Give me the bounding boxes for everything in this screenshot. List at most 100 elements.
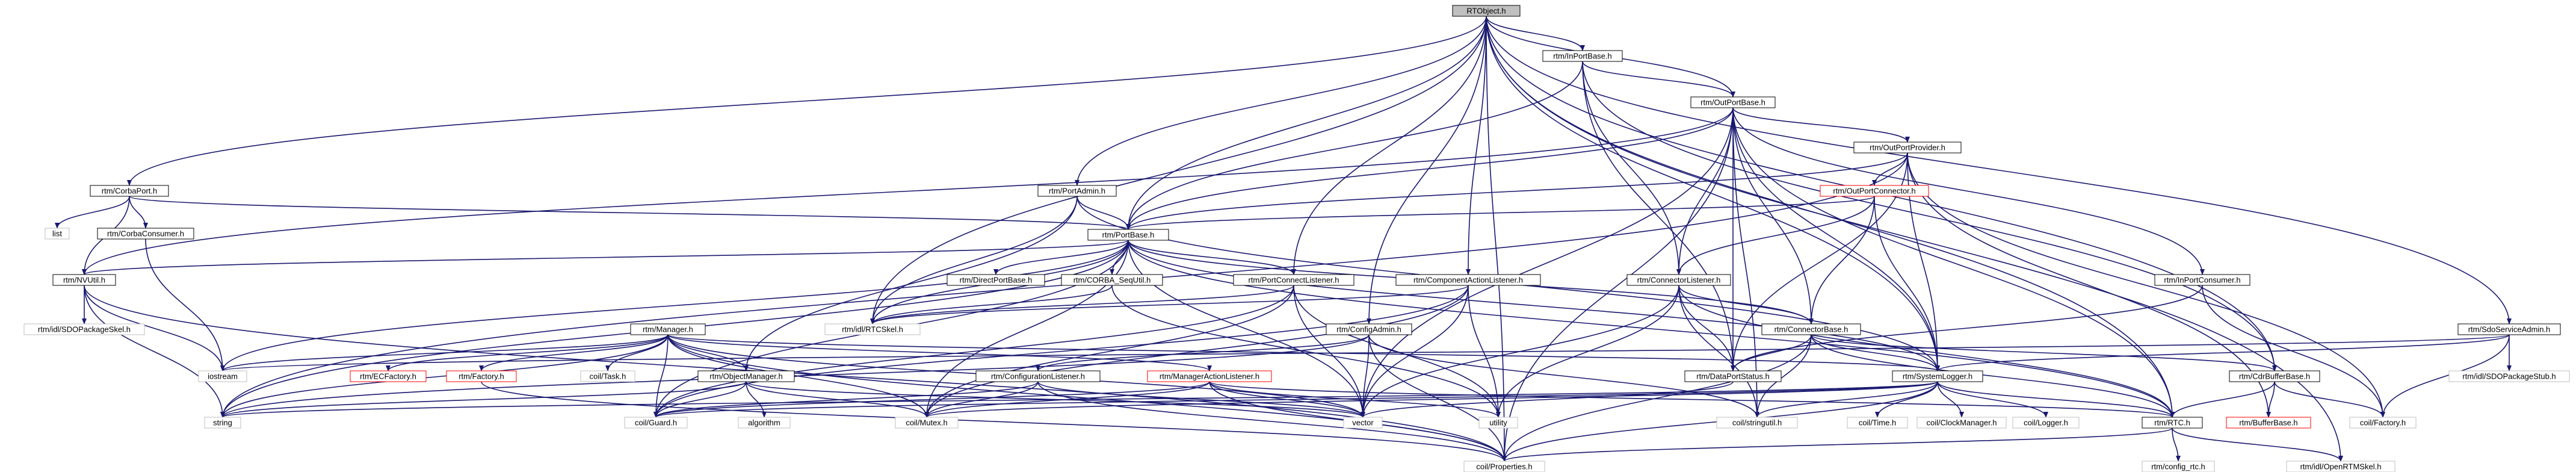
node-label: coil/stringutil.h: [1732, 418, 1782, 427]
edge-connbase-to-cdrbuf: [1811, 334, 2277, 371]
edge-connbase-to-datastatus: [1731, 334, 1812, 371]
edge-outprov-to-portbase: [1126, 152, 1908, 230]
node-rtcskel[interactable]: rtm/idl/RTCSkel.h: [824, 323, 921, 335]
node-sdopkgskel[interactable]: rtm/idl/SDOPackageSkel.h: [23, 323, 145, 335]
edge-compaction-to-guard: [653, 285, 1469, 418]
node-openrtm[interactable]: rtm/idl/OpenRTMSkel.h: [2286, 461, 2395, 472]
node-box: [2286, 461, 2395, 472]
node-conflist[interactable]: rtm/ConfigurationListener.h: [975, 370, 1101, 382]
node-guard[interactable]: coil/Guard.h: [624, 417, 688, 429]
edge-objmgr-to-string: [220, 381, 747, 418]
node-portconnlist[interactable]: rtm/PortConnectListener.h: [1233, 274, 1354, 286]
node-coilfactory[interactable]: coil/Factory.h: [2349, 417, 2417, 429]
node-ecfactory[interactable]: rtm/ECFactory.h: [350, 370, 427, 382]
node-mgraction[interactable]: rtm/ManagerActionListener.h: [1147, 370, 1272, 382]
node-label: rtm/idl/SDOPackageSkel.h: [38, 325, 131, 334]
node-label: rtm/ObjectManager.h: [709, 372, 782, 381]
node-box: [2457, 323, 2561, 335]
edge-syslogger-to-coillogger: [1937, 381, 2048, 418]
node-box: [1343, 417, 1383, 429]
node-datastatus[interactable]: rtm/DataPortStatus.h: [1684, 370, 1782, 382]
node-sdopkgstub[interactable]: rtm/idl/SDOPackageStub.h: [2448, 370, 2570, 382]
node-box: [90, 185, 169, 197]
node-label: RTObject.h: [1466, 7, 1506, 16]
node-outprov[interactable]: rtm/OutPortProvider.h: [1853, 141, 1962, 154]
edge-inport-to-cdrbuf: [1582, 61, 2277, 371]
edge-syslogger-to-string: [220, 381, 1938, 418]
node-inportcons[interactable]: rtm/InPortConsumer.h: [2154, 274, 2250, 286]
node-box: [2349, 417, 2417, 429]
edge-manager-to-objmgr: [667, 334, 749, 371]
node-coiltask[interactable]: coil/Task.h: [580, 370, 635, 382]
edge-portadmin-to-objmgr: [744, 196, 1078, 371]
node-directport[interactable]: rtm/DirectPortBase.h: [947, 274, 1045, 286]
node-box: [2154, 274, 2250, 286]
node-label: rtm/SdoServiceAdmin.h: [2468, 325, 2551, 334]
edge-root-to-portadmin: [1075, 16, 1487, 186]
node-cdrbuf[interactable]: rtm/CdrBufferBase.h: [2229, 370, 2320, 382]
node-list[interactable]: list: [45, 228, 70, 240]
node-syslogger[interactable]: rtm/SystemLogger.h: [1892, 370, 1983, 382]
node-configadmin[interactable]: rtm/ConfigAdmin.h: [1326, 323, 1412, 335]
node-portbase[interactable]: rtm/PortBase.h: [1087, 229, 1169, 241]
node-string[interactable]: string: [204, 417, 241, 429]
node-label: rtm/config_rtc.h: [2151, 462, 2205, 471]
node-utility[interactable]: utility: [1478, 417, 1518, 429]
node-configrtc[interactable]: rtm/config_rtc.h: [2142, 461, 2215, 472]
node-manager[interactable]: rtm/Manager.h: [630, 323, 706, 335]
node-clockmgr[interactable]: coil/ClockManager.h: [1917, 417, 2007, 429]
node-label: rtm/DataPortStatus.h: [1696, 372, 1769, 381]
node-root[interactable]: RTObject.h: [1452, 5, 1521, 17]
edge-portbase-to-iostream: [220, 240, 1129, 371]
edge-syslogger-to-stringutil: [1755, 381, 1938, 418]
node-box: [1761, 323, 1861, 335]
node-sequtil[interactable]: rtm/CORBA_SeqUtil.h: [1061, 274, 1163, 286]
node-box: [1452, 5, 1521, 17]
node-mutex[interactable]: coil/Mutex.h: [895, 417, 959, 429]
edge-cdrbuf-to-rtch: [2170, 381, 2275, 418]
edge-portconnlist-to-vector: [1293, 285, 1365, 418]
node-stringutil[interactable]: coil/stringutil.h: [1716, 417, 1798, 429]
edge-outprov-to-coilfactory: [1907, 152, 2385, 418]
node-rtch[interactable]: rtm/RTC.h: [2142, 417, 2203, 429]
node-label: rtm/OutPortBase.h: [1700, 98, 1765, 107]
node-box: [2448, 370, 2570, 382]
node-box: [1061, 274, 1163, 286]
node-connbase[interactable]: rtm/ConnectorBase.h: [1761, 323, 1861, 335]
edge-syslogger-to-clockmgr: [1937, 381, 1964, 418]
node-coiltime[interactable]: coil/Time.h: [1847, 417, 1908, 429]
node-objmgr[interactable]: rtm/ObjectManager.h: [697, 370, 795, 382]
node-sdoadmin[interactable]: rtm/SdoServiceAdmin.h: [2457, 323, 2561, 335]
node-compaction[interactable]: rtm/ComponentActionListener.h: [1395, 274, 1541, 286]
node-box: [1716, 417, 1798, 429]
node-inport[interactable]: rtm/InPortBase.h: [1542, 50, 1623, 62]
node-label: rtm/ManagerActionListener.h: [1160, 372, 1259, 381]
edge-factory-to-properties: [481, 381, 1507, 462]
node-nvutil[interactable]: rtm/NVUtil.h: [52, 274, 116, 286]
node-properties[interactable]: coil/Properties.h: [1463, 461, 1545, 472]
node-portadmin[interactable]: rtm/PortAdmin.h: [1037, 185, 1117, 197]
edge-conflist-to-properties: [1037, 381, 1507, 462]
edge-inport-to-outport: [1582, 61, 1735, 98]
node-corbacons[interactable]: rtm/CorbaConsumer.h: [97, 228, 194, 240]
node-box: [198, 370, 247, 382]
node-box: [895, 417, 959, 429]
node-factory[interactable]: rtm/Factory.h: [446, 370, 517, 382]
node-algorithm[interactable]: algorithm: [738, 417, 791, 429]
node-corbaport[interactable]: rtm/CorbaPort.h: [90, 185, 169, 197]
node-box: [204, 417, 241, 429]
node-vector[interactable]: vector: [1343, 417, 1383, 429]
node-box: [1853, 141, 1962, 154]
node-iostream[interactable]: iostream: [198, 370, 247, 382]
node-outconn[interactable]: rtm/OutPortConnector.h: [1820, 185, 1929, 197]
node-bufferbase[interactable]: rtm/BufferBase.h: [2226, 417, 2311, 429]
edge-connbase-to-syslogger: [1811, 334, 1940, 371]
node-coillogger[interactable]: coil/Logger.h: [2012, 417, 2080, 429]
edge-objmgr-to-mutex: [746, 381, 929, 418]
node-connlist[interactable]: rtm/ConnectorListener.h: [1626, 274, 1731, 286]
node-outport[interactable]: rtm/OutPortBase.h: [1690, 96, 1776, 108]
edge-configadmin-to-string: [220, 334, 1370, 418]
node-box: [1626, 274, 1731, 286]
edge-portbase-to-directport: [993, 240, 1129, 275]
edge-portconnlist-to-mutex: [924, 285, 1294, 418]
